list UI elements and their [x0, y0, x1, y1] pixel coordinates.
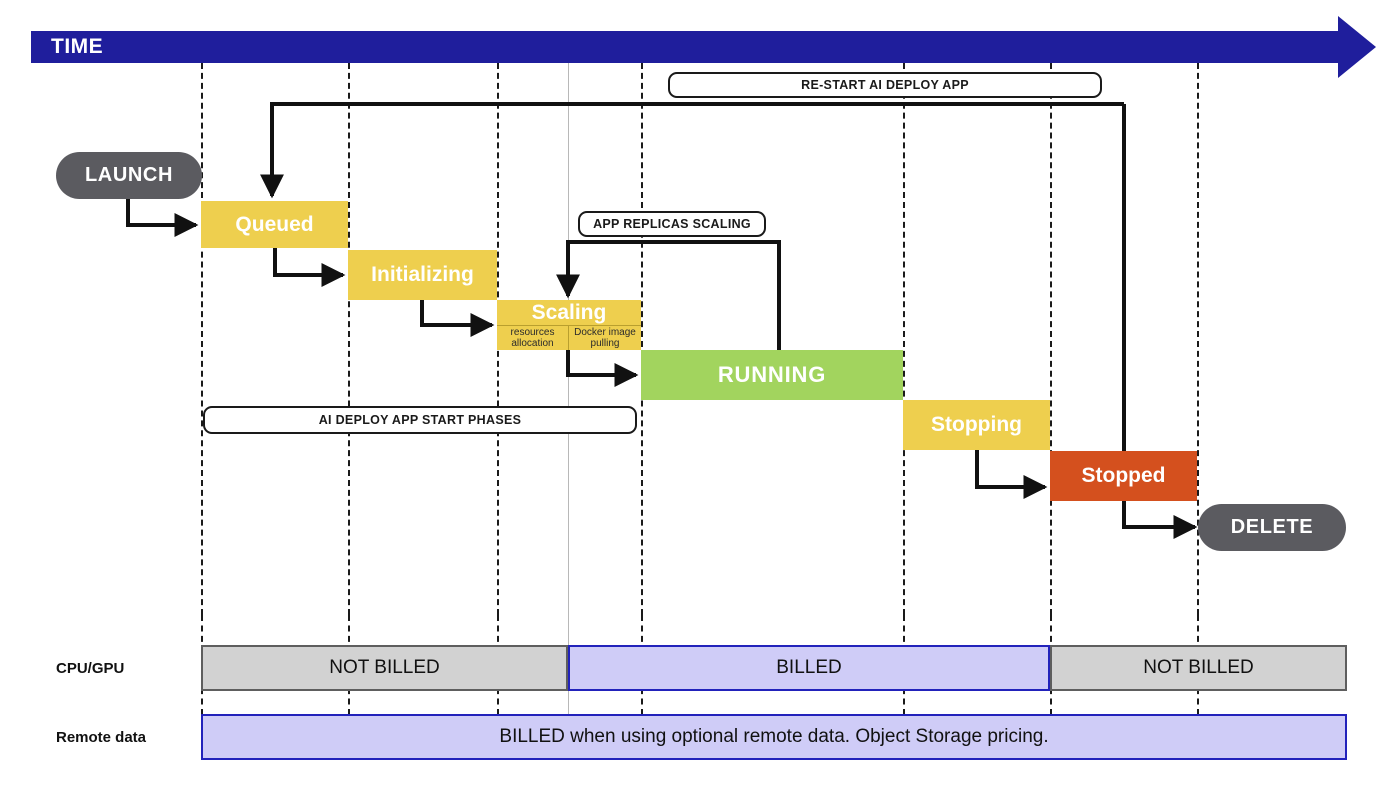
gridline-5 — [641, 63, 643, 615]
launch-pill[interactable]: LAUNCH — [56, 152, 202, 199]
gridline-8 — [1197, 63, 1199, 615]
billing-remote-data-billed: BILLED when using optional remote data. … — [201, 714, 1347, 760]
callout-start-phases: AI DEPLOY APP START PHASES — [203, 406, 637, 434]
billing-cpu-billed: BILLED — [568, 645, 1050, 691]
state-scaling-substep-resources: resources allocation — [497, 325, 568, 350]
state-initializing-label: Initializing — [371, 263, 474, 286]
callout-replicas-label: APP REPLICAS SCALING — [593, 217, 751, 231]
state-running-label: RUNNING — [717, 362, 827, 387]
callout-restart: RE-START AI DEPLOY APP — [668, 72, 1102, 98]
state-scaling-substep-docker: Docker image pulling — [568, 325, 641, 350]
state-scaling-label: Scaling — [531, 300, 607, 324]
state-queued-label: Queued — [235, 212, 314, 236]
gridline-6 — [903, 63, 905, 615]
state-stopped-label: Stopped — [1081, 464, 1166, 487]
callout-restart-label: RE-START AI DEPLOY APP — [801, 78, 969, 92]
billing-cpu-notbilled-left: NOT BILLED — [201, 645, 568, 691]
delete-label: DELETE — [1230, 516, 1314, 538]
substep-docker-line1: Docker image — [574, 327, 636, 338]
callout-app-replicas-scaling: APP REPLICAS SCALING — [578, 211, 766, 237]
billing-row-label-cpu-gpu: CPU/GPU — [56, 659, 125, 677]
delete-pill[interactable]: DELETE — [1198, 504, 1346, 551]
state-stopping-label: Stopping — [931, 413, 1022, 436]
gridline-2 — [348, 63, 350, 615]
substep-resources-line2: allocation — [511, 338, 554, 349]
state-initializing[interactable]: Initializing — [348, 250, 497, 300]
billing-row-label-remote-data: Remote data — [56, 728, 147, 746]
state-stopping[interactable]: Stopping — [903, 400, 1050, 450]
gridline-1 — [201, 63, 203, 615]
state-running[interactable]: RUNNING — [641, 350, 903, 400]
state-queued[interactable]: Queued — [201, 201, 348, 248]
substep-docker-line2: pulling — [590, 338, 620, 349]
callout-start-phases-label: AI DEPLOY APP START PHASES — [318, 413, 522, 427]
launch-label: LAUNCH — [84, 164, 174, 186]
state-scaling-header: Scaling — [497, 300, 641, 325]
time-axis-bar: TIME — [31, 31, 1342, 63]
gridline-7 — [1050, 63, 1052, 615]
state-stopped[interactable]: Stopped — [1050, 451, 1197, 501]
time-arrow-icon — [1338, 16, 1376, 78]
state-scaling[interactable]: Scaling resources allocation Docker imag… — [497, 300, 641, 350]
time-axis-label: TIME — [51, 35, 104, 58]
substep-resources-line1: resources — [510, 327, 555, 338]
billing-cpu-notbilled-right: NOT BILLED — [1050, 645, 1347, 691]
